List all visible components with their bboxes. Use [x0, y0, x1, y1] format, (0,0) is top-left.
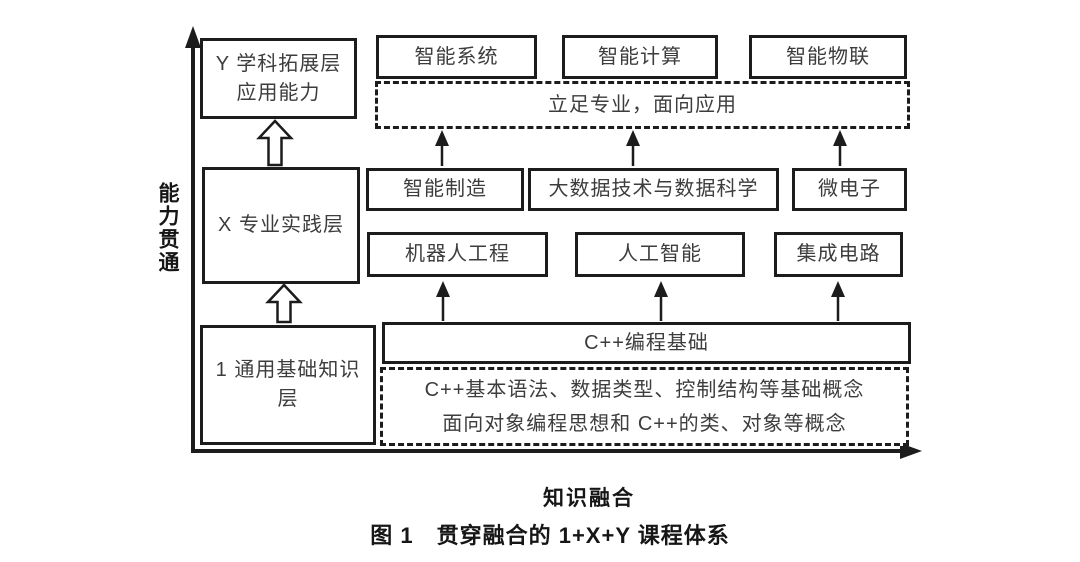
arrow-discipline-3	[833, 130, 847, 166]
discipline-box-label: 微电子	[818, 178, 881, 200]
application-box-label: 智能物联	[786, 45, 870, 68]
application-box-intelligent-systems: 智能系统	[376, 35, 537, 79]
major-box-label: 人工智能	[618, 243, 702, 265]
major-box-label: 集成电路	[796, 243, 881, 265]
y-layer-line1: Y 学科拓展层	[215, 52, 342, 75]
x-layer-box: X 专业实践层	[202, 167, 360, 284]
y-layer-box: Y 学科拓展层 应用能力	[200, 38, 357, 119]
x-axis-label: 知识融合	[543, 487, 635, 510]
block-arrow-base-to-x	[265, 283, 303, 324]
arrow-discipline-2	[626, 130, 640, 166]
major-box-integrated-circuits: 集成电路	[774, 232, 903, 277]
block-arrow-x-to-y	[256, 119, 294, 167]
application-banner-label: 立足专业，面向应用	[548, 93, 737, 116]
base-layer-line2: 层	[277, 388, 299, 410]
x-layer-label: X 专业实践层	[218, 214, 344, 236]
application-box-intelligent-computing: 智能计算	[562, 35, 718, 79]
foundation-course-box: C++编程基础	[382, 322, 911, 364]
major-box-artificial-intelligence: 人工智能	[575, 232, 745, 277]
arrow-major-2	[654, 281, 668, 321]
discipline-box-microelectronics: 微电子	[792, 168, 907, 211]
base-layer-box: 1 通用基础知识 层	[200, 325, 376, 445]
x-axis	[191, 443, 922, 459]
application-box-label: 智能系统	[414, 45, 499, 68]
arrow-major-3	[831, 281, 845, 321]
application-box-intelligent-iot: 智能物联	[749, 35, 907, 79]
major-box-label: 机器人工程	[405, 243, 510, 265]
y-axis-label: 能力贯通	[156, 182, 179, 274]
application-banner-box: 立足专业，面向应用	[375, 81, 910, 129]
arrow-discipline-1	[435, 130, 449, 166]
foundation-concepts-line2: 面向对象编程思想和 C++的类、对象等概念	[442, 412, 847, 435]
major-box-robot-engineering: 机器人工程	[367, 232, 548, 277]
foundation-concepts-line1: C++基本语法、数据类型、控制结构等基础概念	[424, 378, 865, 401]
y-axis	[185, 26, 201, 452]
figure-caption: 图 1 贯穿融合的 1+X+Y 课程体系	[370, 523, 730, 548]
discipline-box-big-data: 大数据技术与数据科学	[528, 168, 779, 211]
discipline-box-label: 大数据技术与数据科学	[548, 178, 759, 200]
discipline-box-intelligent-manufacturing: 智能制造	[366, 168, 524, 211]
arrow-major-1	[436, 281, 450, 321]
y-layer-line2: 应用能力	[236, 81, 321, 104]
foundation-concepts-box: C++基本语法、数据类型、控制结构等基础概念 面向对象编程思想和 C++的类、对…	[380, 367, 909, 446]
foundation-course-label: C++编程基础	[584, 331, 709, 354]
discipline-box-label: 智能制造	[403, 178, 487, 200]
base-layer-line1: 1 通用基础知识	[215, 359, 361, 381]
application-box-label: 智能计算	[598, 45, 682, 68]
